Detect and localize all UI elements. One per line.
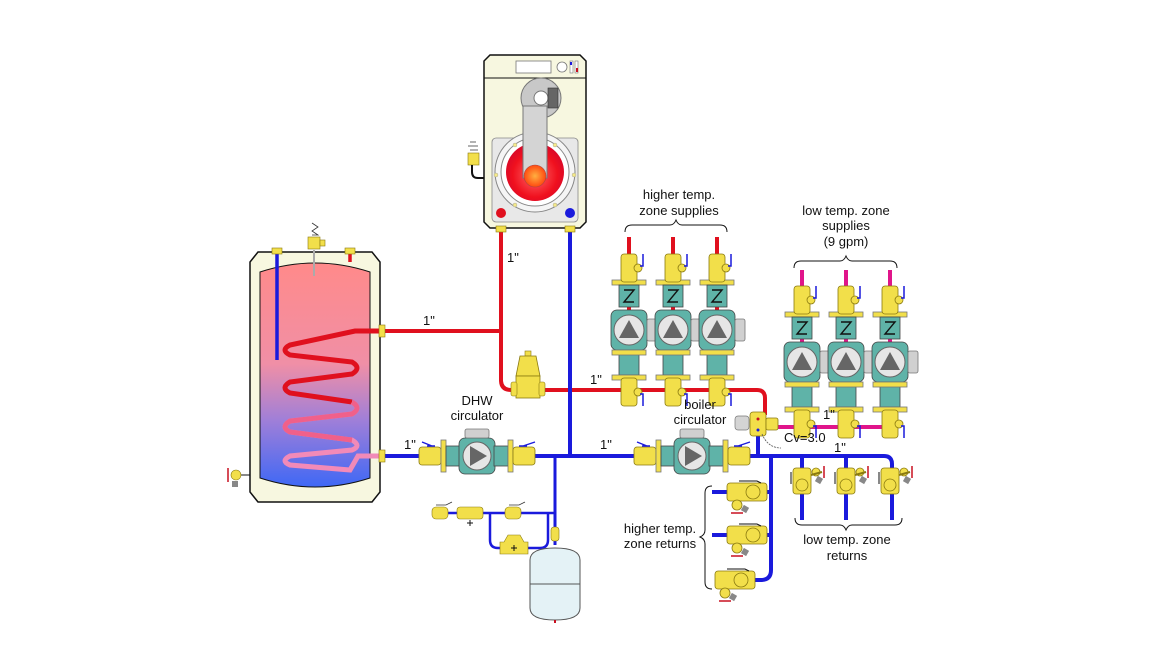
low-zone-circulator-3: [871, 285, 919, 439]
low-temp-supply-size-label: 1": [823, 407, 835, 422]
heat-exchanger-coil: [282, 328, 380, 405]
low-supplies-label-2: supplies: [822, 218, 870, 233]
braces: [624, 218, 903, 590]
low-returns-label-1: low temp. zone: [803, 532, 890, 547]
dhw-tank: [227, 222, 386, 503]
tank-drain-valve: [227, 468, 250, 487]
boiler-gauge: [556, 61, 568, 73]
higher-zone-circulator-1: [610, 253, 658, 407]
boiler-circulator-label-2: circulator: [674, 412, 727, 427]
higher-zone-circulator-3: [698, 253, 746, 407]
low-zone-return-valve-3: [878, 465, 913, 495]
higher-zone-return-valve-1: [726, 480, 768, 514]
tank-supply-size-label: 1": [423, 313, 435, 328]
higher-returns-header: [722, 456, 773, 582]
boiler: [467, 54, 587, 233]
boiler-return-size-label: 1": [600, 437, 612, 452]
low-supplies-brace: [793, 254, 898, 269]
boiler-relief-valve: [467, 141, 484, 179]
higher-returns-label-2: zone returns: [624, 536, 697, 551]
tank-relief-valve: [307, 222, 326, 276]
higher-temp-zone-return-valves: [714, 480, 768, 602]
higher-returns-label-1: higher temp.: [624, 521, 696, 536]
higher-zone-return-valve-3: [714, 568, 756, 602]
low-supplies-label-1: low temp. zone: [802, 203, 889, 218]
higher-supplies-label-1: higher temp.: [643, 187, 715, 202]
mixing-valve: [734, 411, 782, 449]
boiler-circulator: [633, 428, 751, 475]
makeup-water-assembly: [431, 501, 529, 555]
labels: 1" 1" 1" 1" 1" 1" 1" DHW circulator boil…: [404, 187, 891, 563]
low-returns-label-2: returns: [827, 548, 868, 563]
higher-temp-zone-circulators: [610, 253, 746, 407]
expansion-tank: [529, 526, 581, 623]
higher-supplies-label-2: zone supplies: [639, 203, 719, 218]
low-zone-return-valve-1: [790, 465, 825, 495]
low-zone-return-valve-2: [834, 465, 869, 495]
higher-supplies-brace: [624, 218, 728, 233]
air-separator: [510, 350, 546, 399]
header-supply-size-label: 1": [590, 372, 602, 387]
low-temp-zone-circulators: [783, 285, 919, 439]
low-zone-circulator-2: [827, 285, 875, 439]
dhw-circulator-label-2: circulator: [451, 408, 504, 423]
dhw-circulator-label-1: DHW: [461, 393, 493, 408]
dhw-circulator: [418, 428, 536, 475]
higher-returns-brace: [698, 485, 713, 590]
mixing-valve-cv-label: Cv=3.0: [784, 430, 826, 445]
low-returns-brace: [794, 517, 903, 532]
dhw-return-size-label: 1": [404, 437, 416, 452]
higher-zone-return-valve-2: [726, 523, 768, 557]
low-supplies-label-3: (9 gpm): [824, 234, 869, 249]
boiler-circulator-label-1: boiler: [684, 397, 716, 412]
low-temp-zone-return-valves: [790, 465, 913, 495]
low-temp-return-size-label: 1": [834, 440, 846, 455]
cv-leader-line: [761, 433, 782, 449]
boiler-display: [515, 60, 552, 74]
higher-zone-circulator-2: [654, 253, 702, 407]
mixing-return-pipe: [756, 430, 894, 520]
boiler-supply-size-label: 1": [507, 250, 519, 265]
